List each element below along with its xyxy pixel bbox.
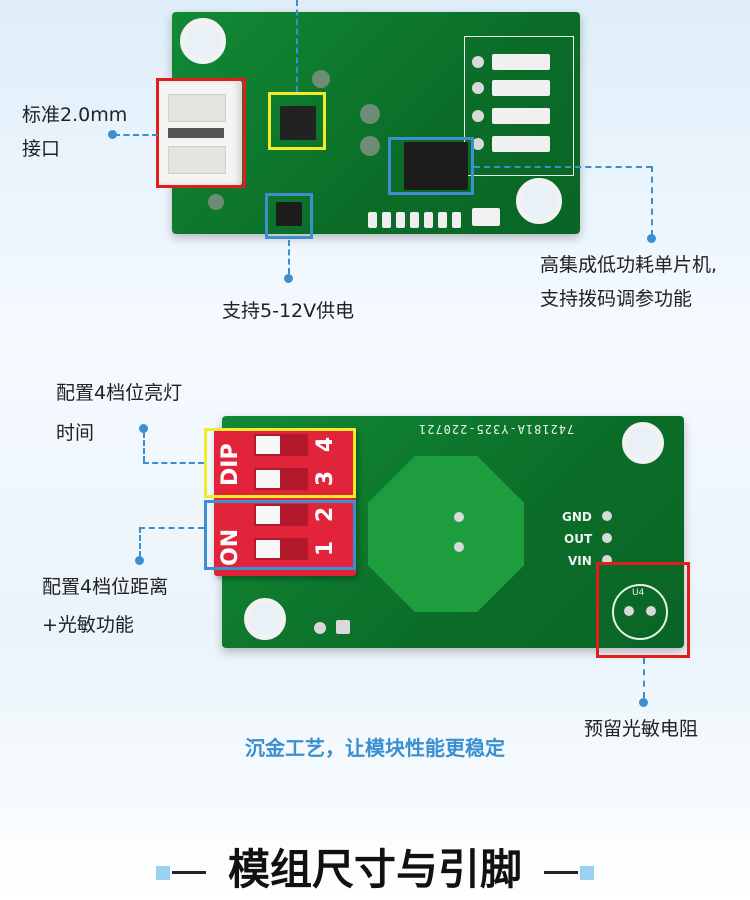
leader-line <box>114 134 158 136</box>
resistor <box>452 212 461 228</box>
pin-label-vin: VIN <box>568 554 592 568</box>
leader-line <box>139 527 141 557</box>
capacitor <box>312 70 330 88</box>
pin-hole <box>602 511 612 521</box>
light-time-highlight <box>204 428 356 498</box>
distance-label-line1: 配置4档位距离 <box>42 576 169 598</box>
connector-label: 标准2.0mm 接口 <box>22 98 127 166</box>
sensor-pad <box>368 456 524 612</box>
via <box>646 606 656 616</box>
leader-line <box>139 527 204 529</box>
pin-label-gnd: GND <box>562 510 592 524</box>
leader-line <box>288 240 290 274</box>
via <box>472 56 484 68</box>
leader-dot <box>647 234 656 243</box>
via <box>454 542 464 552</box>
pin-hole <box>602 555 612 565</box>
mounting-hole <box>180 18 226 64</box>
leader-line <box>643 658 645 698</box>
dip-slot <box>254 434 308 456</box>
resistor <box>382 212 391 228</box>
connector-label-line1: 标准2.0mm <box>22 104 128 126</box>
mcu-label: 高集成低功耗单片机, 支持拨码调参功能 <box>540 248 717 316</box>
distance-highlight <box>204 500 356 570</box>
mounting-hole <box>516 178 562 224</box>
photoresistor-label: 预留光敏电阻 <box>584 718 699 740</box>
mcu-chip <box>404 142 468 190</box>
silkscreen-outline <box>464 36 574 176</box>
regulator-highlight <box>265 193 313 239</box>
connector-label-line2: 接口 <box>22 138 61 160</box>
distance-label-line2: +光敏功能 <box>42 614 134 636</box>
capacitor <box>360 136 380 156</box>
via <box>454 512 464 522</box>
dip-slot <box>254 468 308 490</box>
dip-pad <box>492 54 550 70</box>
regulator-chip <box>276 202 302 226</box>
via <box>472 82 484 94</box>
via <box>624 606 634 616</box>
capacitor <box>208 194 224 210</box>
leader-line <box>296 0 298 92</box>
pin-label-out: OUT <box>564 532 593 546</box>
pad <box>336 620 350 634</box>
resistor <box>396 212 405 228</box>
leader-line <box>143 462 204 464</box>
power-label: 支持5-12V供电 <box>222 300 355 322</box>
dip-pad <box>492 136 550 152</box>
dip-pad <box>492 80 550 96</box>
connector-highlight <box>156 78 246 188</box>
light-time-label: 配置4档位亮灯 时间 <box>56 376 182 450</box>
leader-dot <box>108 130 117 139</box>
resistor <box>424 212 433 228</box>
section-title-row: 模组尺寸与引脚 <box>0 840 750 900</box>
photoresistor-highlight <box>596 562 690 658</box>
mounting-hole <box>244 598 286 640</box>
pin-hole <box>602 533 612 543</box>
leader-line <box>474 166 652 168</box>
title-dash-left <box>172 871 206 874</box>
jst-connector <box>158 80 242 186</box>
leader-line <box>651 166 653 236</box>
via <box>472 110 484 122</box>
title-square-right <box>580 866 594 880</box>
photoresistor-footprint <box>612 584 668 640</box>
serial-number: 742181A-Y325-220721 <box>418 422 575 436</box>
pad <box>314 622 326 634</box>
u4-label: U4 <box>632 588 645 598</box>
top-pcb-board <box>172 12 580 234</box>
title-square-left <box>156 866 170 880</box>
dip-pad <box>492 108 550 124</box>
qfn-highlight <box>268 92 326 150</box>
qfn-chip <box>280 106 316 140</box>
resistor <box>410 212 419 228</box>
section-title: 模组尺寸与引脚 <box>227 845 522 894</box>
leader-dot <box>639 698 648 707</box>
leader-line <box>143 432 145 462</box>
mounting-hole <box>622 422 664 464</box>
capacitor <box>360 104 380 124</box>
via <box>472 138 484 150</box>
leader-dot <box>284 274 293 283</box>
pad <box>472 208 500 226</box>
light-time-label-line1: 配置4档位亮灯 <box>56 382 183 404</box>
dip-slot <box>254 504 308 526</box>
caption: 沉金工艺，让模块性能更稳定 <box>245 736 505 760</box>
leader-dot <box>135 556 144 565</box>
mcu-label-line1: 高集成低功耗单片机, <box>540 254 718 276</box>
resistor <box>368 212 377 228</box>
light-time-label-line2: 时间 <box>56 422 95 444</box>
leader-dot <box>139 424 148 433</box>
title-dash-right <box>544 871 578 874</box>
mcu-highlight <box>388 137 474 195</box>
dip-slot <box>254 538 308 560</box>
mcu-label-line2: 支持拨码调参功能 <box>540 288 693 310</box>
resistor <box>438 212 447 228</box>
distance-label: 配置4档位距离 +光敏功能 <box>42 570 168 642</box>
